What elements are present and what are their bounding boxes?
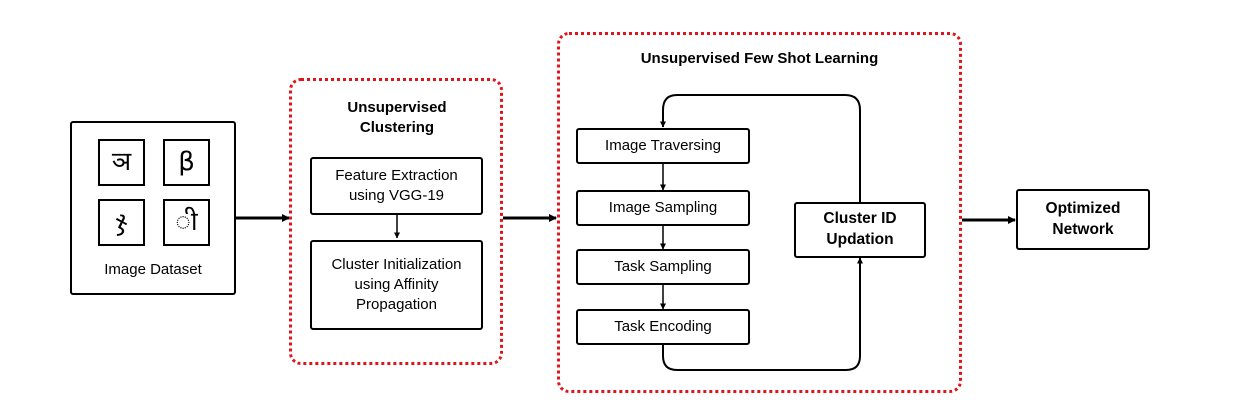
handwritten-character-1-icon: ञ bbox=[98, 139, 145, 186]
image-sampling-box: Image Sampling bbox=[576, 190, 750, 226]
image-traversing-box: Image Traversing bbox=[576, 128, 750, 164]
arrow-update-to-traversing bbox=[660, 94, 861, 202]
cluster-initialization-box: Cluster Initialization using Affinity Pr… bbox=[310, 240, 483, 330]
handwritten-character-4-icon: ी bbox=[163, 199, 210, 246]
handwritten-character-2-icon: β bbox=[163, 139, 210, 186]
arrow-encoding-to-update bbox=[662, 257, 863, 371]
optimized-network-box: Optimized Network bbox=[1016, 189, 1150, 250]
handwritten-character-3-icon: ჯ bbox=[98, 199, 145, 246]
task-encoding-box: Task Encoding bbox=[576, 309, 750, 345]
image-dataset-box: ञ β ჯ ी Image Dataset bbox=[70, 121, 236, 295]
feature-extraction-box: Feature Extraction using VGG-19 bbox=[310, 157, 483, 215]
cluster-id-updation-box: Cluster ID Updation bbox=[794, 202, 926, 258]
unsupervised-clustering-group bbox=[289, 78, 503, 365]
unsupervised-few-shot-learning-group bbox=[557, 32, 962, 393]
clustering-title: Unsupervised Clustering bbox=[347, 99, 447, 136]
task-sampling-box: Task Sampling bbox=[576, 249, 750, 285]
image-dataset-label: Image Dataset bbox=[104, 261, 202, 278]
fsl-title: Unsupervised Few Shot Learning bbox=[640, 50, 879, 67]
